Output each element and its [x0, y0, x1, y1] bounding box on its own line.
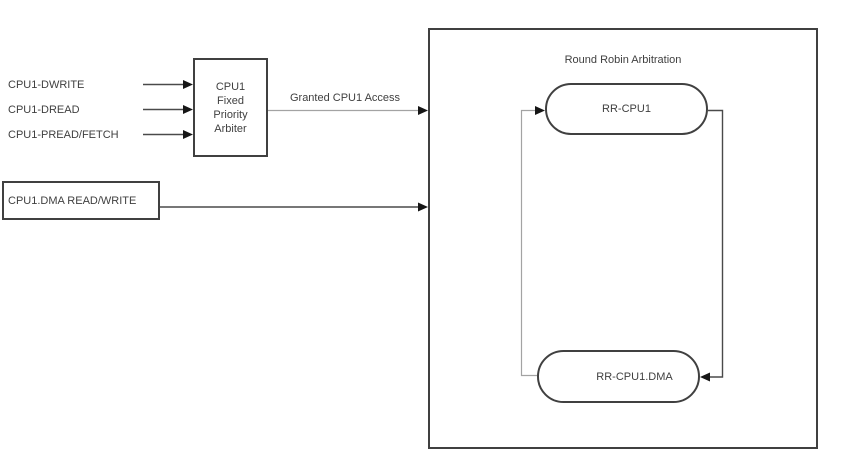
- rr-cpu1-dma-node: RR-CPU1.DMA: [537, 350, 700, 403]
- cpu1-dma-read-write-label: CPU1.DMA READ/WRITE: [8, 194, 137, 207]
- rr-cpu1-dma-label: RR-CPU1.DMA: [596, 370, 673, 383]
- arbiter-label-line-4: Arbiter: [214, 122, 247, 135]
- arrowhead-right-icon: [183, 105, 193, 114]
- arrowhead-right-icon: [183, 130, 193, 139]
- arrowhead-right-icon: [418, 106, 428, 115]
- granted-cpu1-access-label: Granted CPU1 Access: [289, 92, 401, 104]
- signal-label-cpu1-dread: CPU1-DREAD: [8, 104, 80, 116]
- signal-label-cpu1-pread-fetch: CPU1-PREAD/FETCH: [8, 129, 119, 141]
- arbiter-label-line-1: CPU1: [215, 80, 246, 93]
- rr-cpu1-label: RR-CPU1: [602, 103, 651, 115]
- arrowhead-right-icon: [183, 80, 193, 89]
- rr-cpu1-node: RR-CPU1: [545, 83, 708, 135]
- cpu1-dma-read-write-box: CPU1.DMA READ/WRITE: [2, 181, 160, 220]
- round-robin-arbitration-title: Round Robin Arbitration: [564, 54, 682, 66]
- arbiter-label-line-2: Fixed: [217, 94, 244, 107]
- cpu1-fixed-priority-arbiter-box: CPU1 Fixed Priority Arbiter: [193, 58, 268, 157]
- arbiter-label-line-3: Priority: [213, 108, 248, 121]
- arrowhead-right-icon: [418, 202, 428, 212]
- signal-label-cpu1-dwrite: CPU1-DWRITE: [8, 79, 85, 91]
